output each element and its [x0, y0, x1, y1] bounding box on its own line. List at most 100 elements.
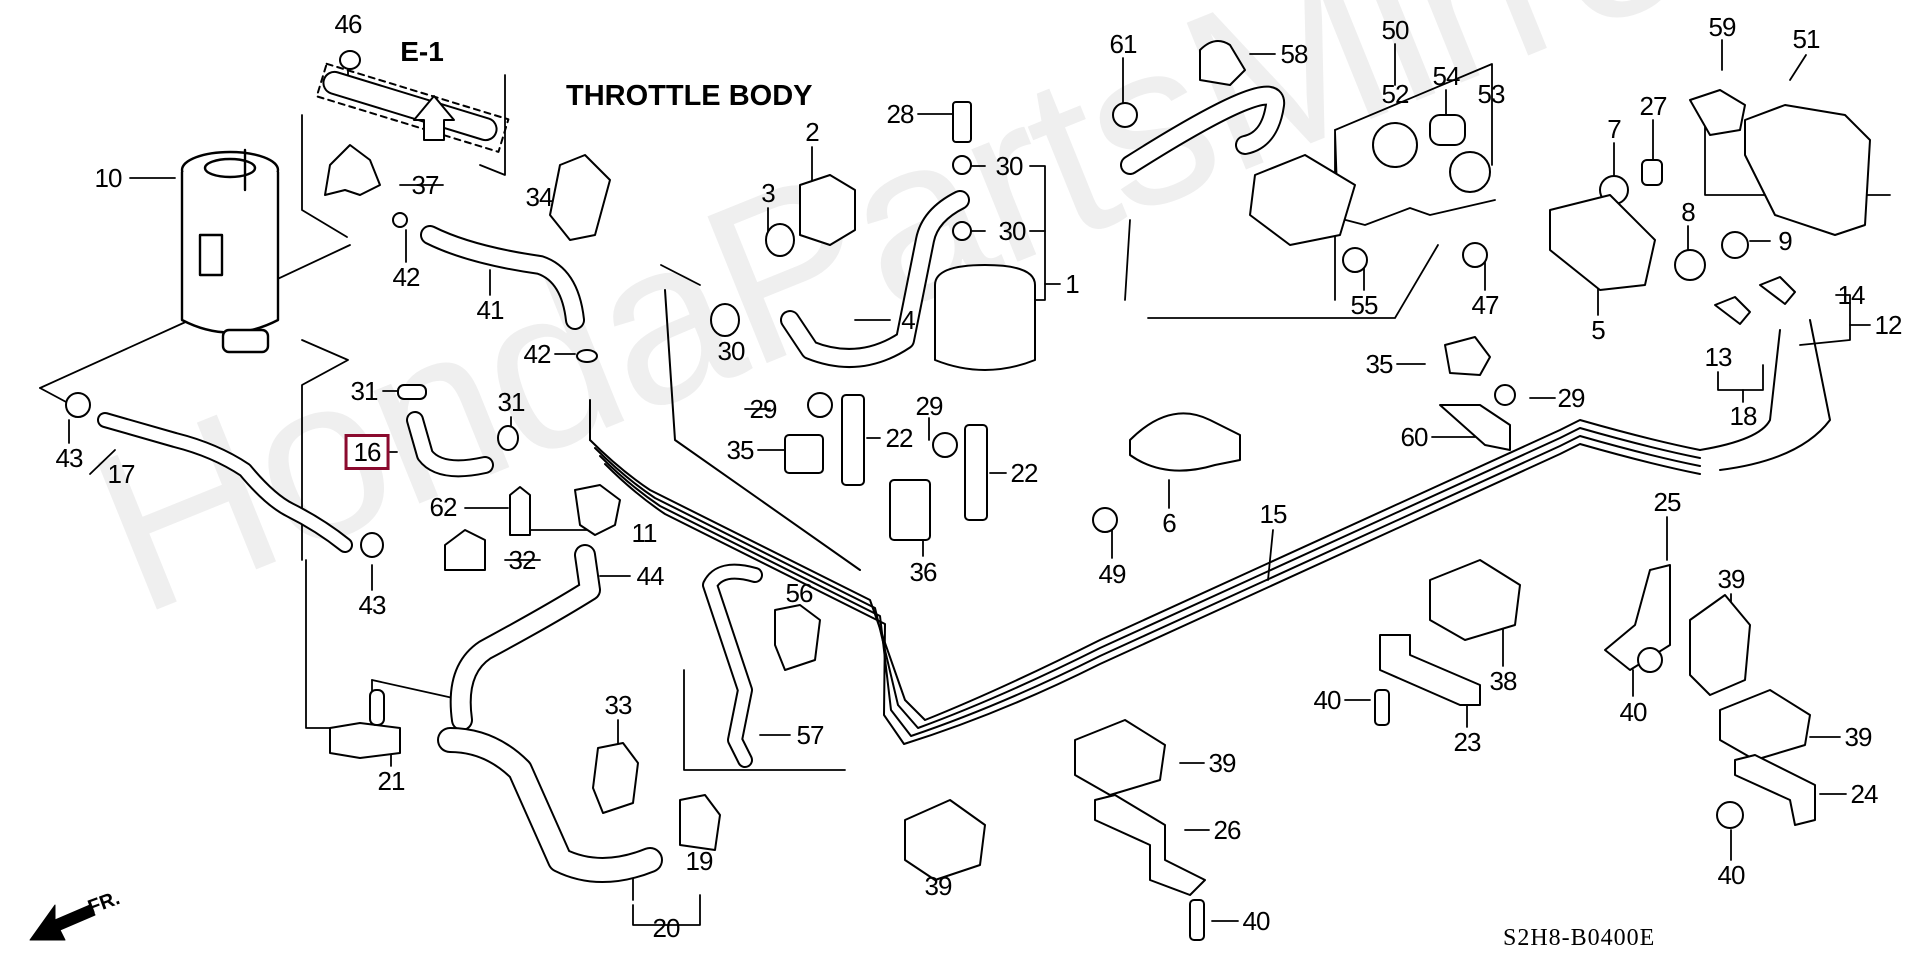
- part-label-p7[interactable]: 7: [1607, 114, 1622, 144]
- part-label-p20[interactable]: 20: [652, 913, 681, 943]
- part-label-p4[interactable]: 4: [901, 305, 916, 335]
- part-label-p2[interactable]: 2: [805, 117, 820, 147]
- clamp-39c-icon: [1074, 719, 1166, 796]
- part-label-p40a[interactable]: 40: [1313, 685, 1342, 715]
- part-label-p35b[interactable]: 35: [1365, 349, 1394, 379]
- part-label-p13[interactable]: 13: [1704, 342, 1733, 372]
- part-label-p43a[interactable]: 43: [55, 443, 84, 473]
- part-label-p44[interactable]: 44: [636, 561, 665, 591]
- part-label-p40d[interactable]: 40: [1242, 906, 1271, 936]
- tee-21-icon: [329, 722, 401, 759]
- part-label-p22b[interactable]: 22: [1010, 458, 1039, 488]
- part-sketches: [65, 40, 1871, 941]
- part-label-p56[interactable]: 56: [785, 578, 814, 608]
- hoses: [97, 85, 1286, 883]
- part-label-p58[interactable]: 58: [1280, 39, 1309, 69]
- part-label-p14[interactable]: 14: [1837, 280, 1866, 310]
- part-label-p52[interactable]: 52: [1381, 79, 1410, 109]
- part-label-p5[interactable]: 5: [1591, 315, 1606, 345]
- part-label-p9[interactable]: 9: [1778, 226, 1793, 256]
- part-label-p23[interactable]: 23: [1453, 727, 1482, 757]
- part-label-p61[interactable]: 61: [1109, 29, 1138, 59]
- part-label-p26[interactable]: 26: [1213, 815, 1242, 845]
- part-label-p59[interactable]: 59: [1708, 12, 1737, 42]
- part-label-p53[interactable]: 53: [1477, 79, 1506, 109]
- part-label-p31b[interactable]: 31: [497, 387, 526, 417]
- part-label-p27[interactable]: 27: [1639, 91, 1668, 121]
- part-label-p62[interactable]: 62: [429, 492, 458, 522]
- part-label-p6[interactable]: 6: [1162, 508, 1177, 538]
- part-label-p18[interactable]: 18: [1729, 401, 1758, 431]
- part-label-p40b[interactable]: 40: [1619, 697, 1648, 727]
- part-label-p54[interactable]: 54: [1432, 61, 1461, 91]
- part-label-p42b[interactable]: 42: [523, 339, 552, 369]
- part-label-p30b[interactable]: 30: [998, 216, 1027, 246]
- part-label-p29c[interactable]: 29: [1557, 383, 1586, 413]
- clamp-6-icon: [1129, 412, 1241, 472]
- fuel-line-bundle: [589, 289, 1831, 745]
- part-label-p21[interactable]: 21: [377, 766, 406, 796]
- part-label-p25[interactable]: 25: [1653, 487, 1682, 517]
- collar-54-icon: [1429, 114, 1466, 146]
- part-label-p50[interactable]: 50: [1381, 15, 1410, 45]
- throttle-body-callout: THROTTLE BODY: [566, 80, 813, 112]
- part-label-p10[interactable]: 10: [94, 163, 123, 193]
- part-label-p34[interactable]: 34: [525, 182, 554, 212]
- part-label-p55[interactable]: 55: [1350, 290, 1379, 320]
- diagram-reference-code: S2H8-B0400E: [1503, 925, 1656, 951]
- clamp-31-icon: [397, 384, 427, 400]
- clip-42-icon: [392, 212, 408, 228]
- part-label-p12[interactable]: 12: [1874, 310, 1903, 340]
- part-label-p29a[interactable]: 29: [749, 394, 778, 424]
- part-label-p39b[interactable]: 39: [1844, 722, 1873, 752]
- part-label-p40c[interactable]: 40: [1717, 860, 1746, 890]
- part-label-p49[interactable]: 49: [1098, 559, 1127, 589]
- clamp-56-icon: [774, 604, 821, 671]
- bolt-49-icon: [1092, 507, 1118, 533]
- part-label-p47[interactable]: 47: [1471, 290, 1500, 320]
- part-label-p32[interactable]: 32: [508, 545, 537, 575]
- part-label-p30c[interactable]: 30: [717, 336, 746, 366]
- part-label-p16[interactable]: 16: [344, 434, 390, 470]
- part-label-p51[interactable]: 51: [1792, 24, 1821, 54]
- part-label-p30a[interactable]: 30: [995, 151, 1024, 181]
- part-label-p3[interactable]: 3: [761, 178, 776, 208]
- part-label-p11[interactable]: 11: [631, 518, 658, 548]
- part-label-p8[interactable]: 8: [1681, 197, 1696, 227]
- part-label-p41[interactable]: 41: [476, 295, 505, 325]
- part-label-p60[interactable]: 60: [1400, 422, 1429, 452]
- bracket-5-icon: [1549, 194, 1656, 291]
- part-label-p38[interactable]: 38: [1489, 666, 1518, 696]
- part-label-p22a[interactable]: 22: [885, 423, 914, 453]
- part-label-p43b[interactable]: 43: [358, 590, 387, 620]
- part-label-p15[interactable]: 15: [1259, 499, 1288, 529]
- part-label-p39a[interactable]: 39: [1717, 564, 1746, 594]
- clamp-38-icon: [1429, 559, 1521, 641]
- part-label-p39c[interactable]: 39: [1208, 748, 1237, 778]
- part-label-p29b[interactable]: 29: [915, 391, 944, 421]
- grommet-9-icon: [1721, 231, 1749, 259]
- part-label-p31a[interactable]: 31: [350, 376, 379, 406]
- part-label-p28[interactable]: 28: [886, 99, 915, 129]
- part-label-p1[interactable]: 1: [1065, 269, 1080, 299]
- part-label-p42a[interactable]: 42: [392, 262, 421, 292]
- part-label-p37[interactable]: 37: [411, 170, 440, 200]
- grommet-52-icon: [1372, 122, 1418, 168]
- part-label-p33[interactable]: 33: [604, 690, 633, 720]
- part-label-p19[interactable]: 19: [685, 846, 714, 876]
- clip-32-icon: [444, 529, 486, 571]
- part-label-p39d[interactable]: 39: [924, 871, 953, 901]
- part-label-p35a[interactable]: 35: [726, 435, 755, 465]
- clip-58-icon: [1199, 40, 1246, 86]
- part-label-p57[interactable]: 57: [796, 720, 825, 750]
- part-label-p17[interactable]: 17: [107, 459, 136, 489]
- part-label-p24[interactable]: 24: [1850, 779, 1879, 809]
- part-label-p46[interactable]: 46: [334, 9, 363, 39]
- bracket-25-icon: [1604, 564, 1671, 671]
- bolt-55-icon: [1342, 247, 1368, 273]
- bracket-60-icon: [1439, 404, 1511, 451]
- front-arrow-icon: [29, 904, 96, 941]
- clamp-37-icon: [324, 144, 381, 196]
- part-label-p36[interactable]: 36: [909, 557, 938, 587]
